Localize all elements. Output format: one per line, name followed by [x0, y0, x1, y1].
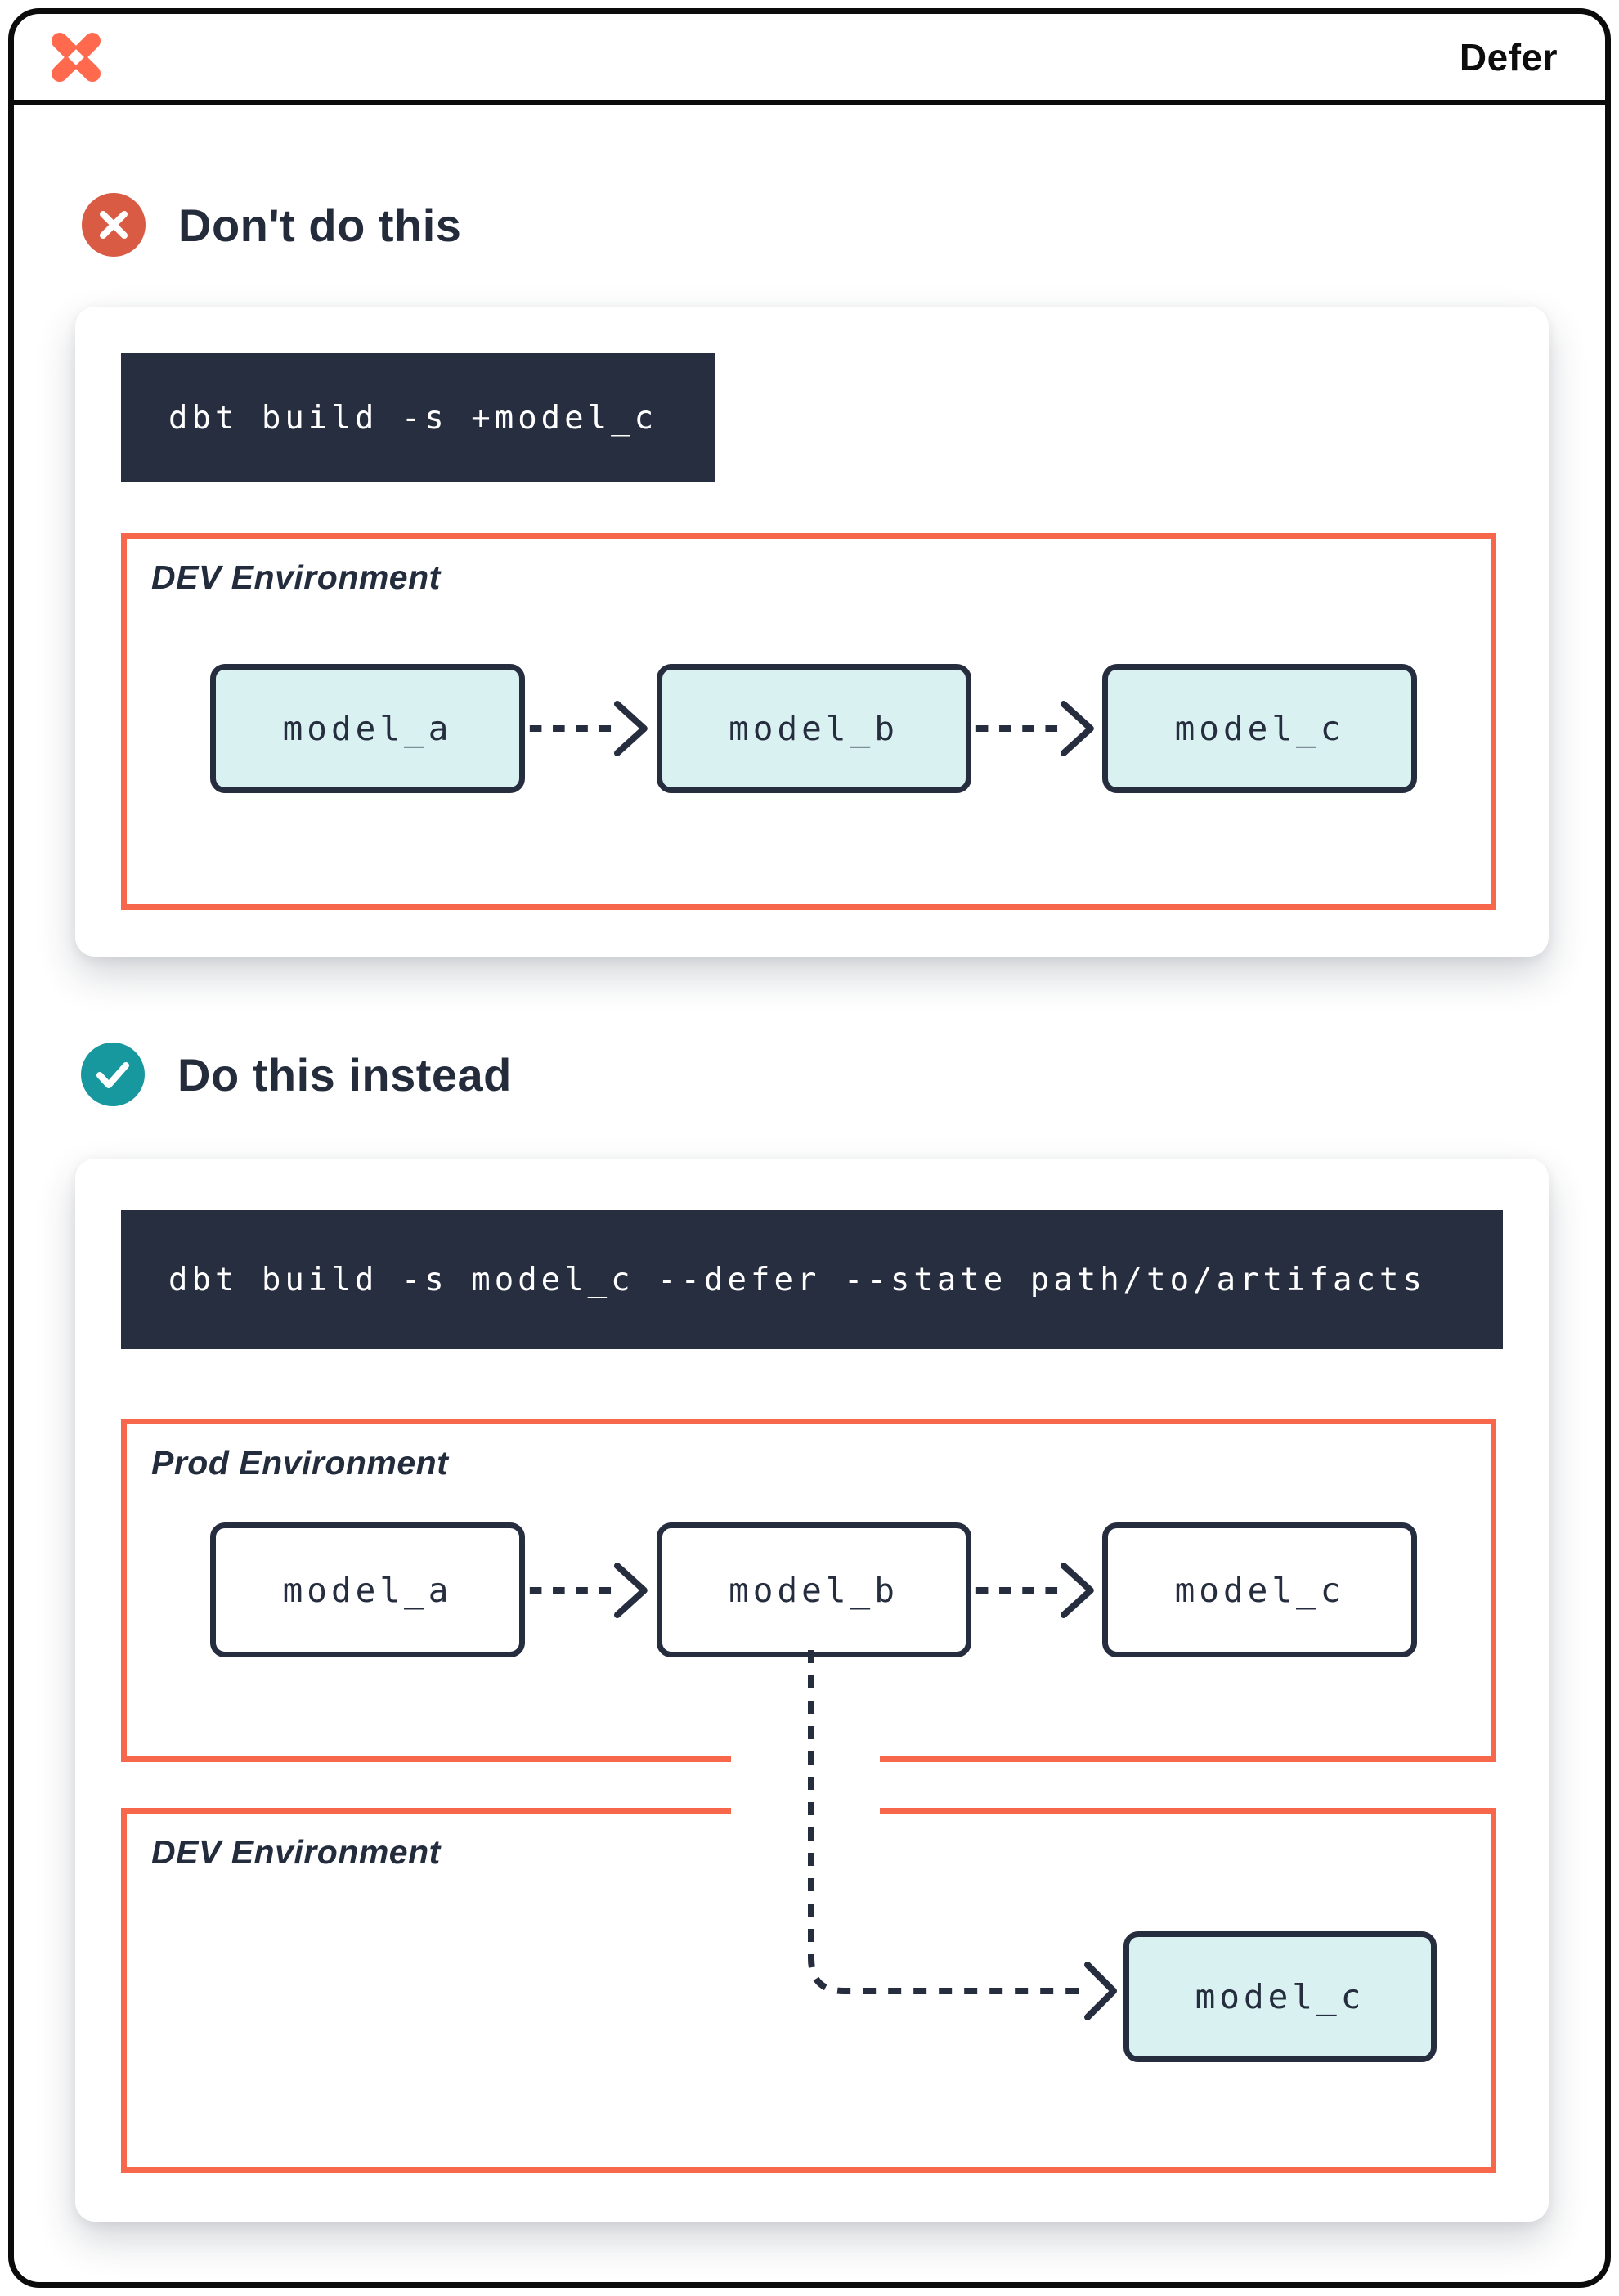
model-node-c: model_c [1102, 1522, 1417, 1657]
dont-section-heading: Don't do this [82, 193, 461, 257]
environment-label: Prod Environment [151, 1444, 449, 1482]
app-header: Defer [14, 14, 1605, 105]
model-node-b: model_b [656, 1522, 971, 1657]
environment-label: DEV Environment [151, 558, 441, 596]
command-text: dbt build -s model_c --defer --state pat… [168, 1261, 1426, 1298]
model-node-c: model_c [1102, 664, 1417, 793]
dashed-arrow-icon [971, 663, 1103, 794]
environment-box-dev: DEV Environment model_c [121, 1808, 1496, 2173]
model-node-a: model_a [210, 1522, 525, 1657]
border-gap-mask [731, 1754, 880, 1765]
dashed-arrow-icon [971, 1525, 1103, 1656]
do-section-heading: Do this instead [81, 1043, 512, 1106]
environment-box-prod: Prod Environment model_a model_b [121, 1419, 1496, 1762]
check-circle-icon [81, 1043, 145, 1106]
command-block-do: dbt build -s model_c --defer --state pat… [121, 1210, 1503, 1349]
command-block-dont: dbt build -s +model_c [121, 353, 715, 482]
model-row: model_a model_b model_c [127, 1522, 1491, 1657]
command-text: dbt build -s +model_c [168, 399, 658, 437]
dbt-logo-icon [47, 28, 105, 87]
x-circle-icon [82, 193, 146, 257]
dont-heading-label: Don't do this [178, 199, 462, 251]
model-node-b: model_b [656, 664, 971, 793]
border-gap-mask [731, 1805, 880, 1816]
example-card-do: dbt build -s model_c --defer --state pat… [75, 1159, 1549, 2222]
do-heading-label: Do this instead [177, 1048, 512, 1101]
environment-box-dev: DEV Environment model_a model_b [121, 533, 1496, 910]
model-node-a: model_a [210, 664, 525, 793]
model-node-c-deferred: model_c [1123, 1931, 1437, 2062]
dashed-arrow-icon [525, 1525, 657, 1656]
page-title: Defer [1459, 35, 1558, 78]
example-card-dont: dbt build -s +model_c DEV Environment mo… [75, 307, 1549, 957]
environment-label: DEV Environment [151, 1833, 441, 1871]
dashed-arrow-icon [525, 663, 657, 794]
app-frame: Defer Don't do this dbt build -s +model_… [8, 8, 1611, 2288]
model-row: model_a model_b model_c [127, 664, 1491, 793]
